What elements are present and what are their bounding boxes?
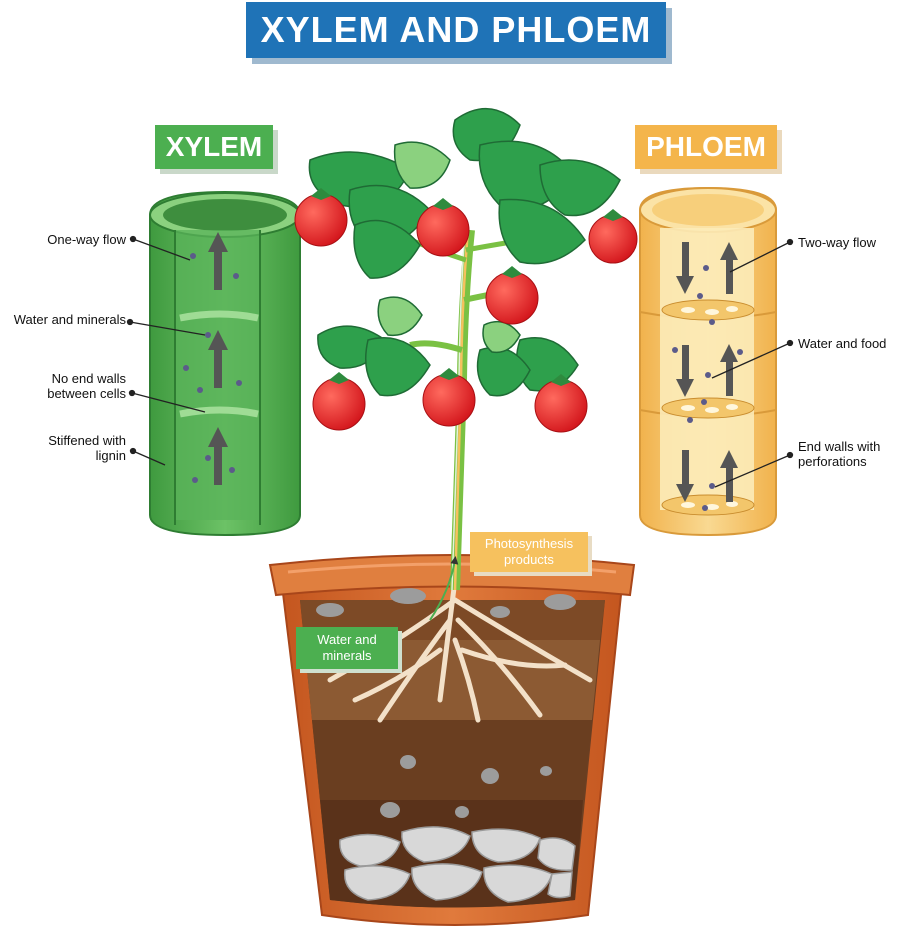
label-water-food: Water and food [798, 336, 910, 351]
label-no-end-walls-line1: No end walls [51, 371, 126, 386]
title-banner: XYLEM AND PHLOEM [246, 2, 666, 58]
photosynthesis-line1: Photosynthesis [484, 536, 574, 551]
label-stiffened-line1: Stiffened with [48, 433, 126, 448]
plant-leaves [308, 107, 621, 397]
page-title: XYLEM AND PHLOEM [260, 9, 652, 50]
phloem-leader-lines [711, 238, 794, 488]
water-minerals-box: Water and minerals [296, 627, 398, 669]
label-stiffened-line2: lignin [95, 448, 126, 463]
label-one-way-flow-text: One-way flow [47, 232, 126, 247]
label-end-walls-perforations: End walls with perforations [798, 439, 908, 469]
label-two-way-flow-text: Two-way flow [798, 235, 877, 250]
phloem-sieve-tube [639, 186, 777, 537]
photosynthesis-products-box: Photosynthesis products [470, 532, 588, 572]
phloem-heading: PHLOEM [635, 125, 777, 169]
tomatoes [294, 188, 638, 433]
label-xylem-water-minerals-text: Water and minerals [13, 312, 126, 327]
label-no-end-walls-line2: between cells [47, 386, 126, 401]
xylem-vessel [149, 190, 301, 537]
label-two-way-flow: Two-way flow [798, 235, 908, 250]
label-one-way-flow: One-way flow [0, 232, 126, 247]
xylem-heading: XYLEM [155, 125, 273, 169]
label-end-walls-line2: perforations [798, 454, 867, 469]
label-xylem-water-minerals: Water and minerals [0, 312, 126, 327]
water-minerals-line1: Water and [317, 632, 377, 647]
xylem-leader-lines [126, 235, 206, 466]
label-no-end-walls: No end walls between cells [0, 371, 126, 401]
water-minerals-line2: minerals [322, 648, 372, 663]
label-stiffened-lignin: Stiffened with lignin [0, 433, 126, 463]
photosynthesis-line2: products [504, 552, 554, 567]
label-water-food-text: Water and food [798, 336, 887, 351]
label-end-walls-line1: End walls with [798, 439, 881, 454]
plant-roots [327, 577, 593, 723]
